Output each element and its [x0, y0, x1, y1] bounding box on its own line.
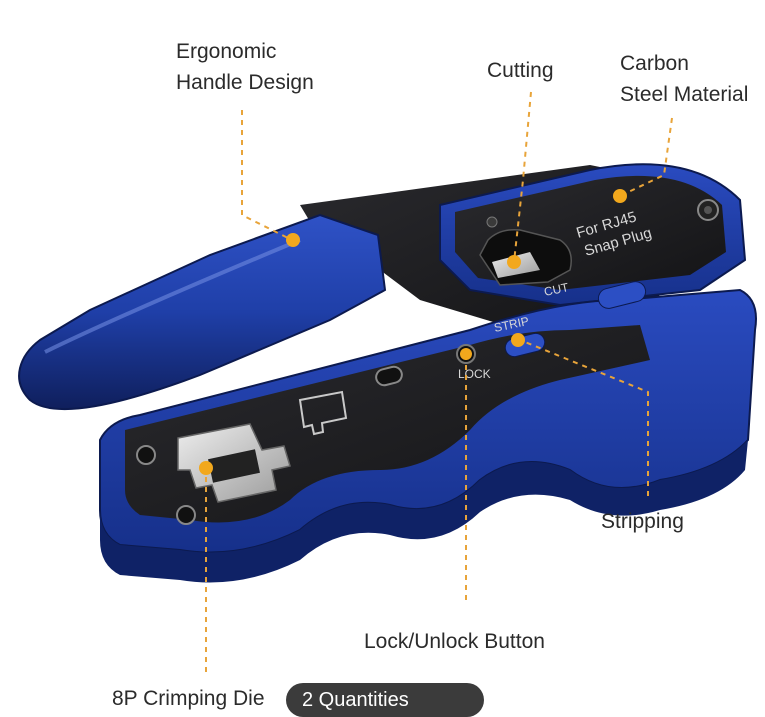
callout-ergonomic-line1: Ergonomic: [176, 40, 277, 63]
leader-carbon: [619, 117, 673, 197]
callout-stripping-text: Stripping: [601, 510, 684, 533]
callout-cutting: Cutting: [487, 55, 554, 86]
callout-carbon-line1: Carbon: [620, 52, 689, 75]
dot-stripping: [511, 333, 525, 347]
marking-lock: LOCK: [458, 367, 491, 381]
screw-small: [486, 216, 498, 228]
product-image: For RJ45 Snap Plug CUT STRIP LOCK: [18, 91, 757, 672]
upper-handle-highlight: [44, 238, 301, 354]
callout-carbon: Carbon Steel Material: [620, 48, 748, 110]
callout-ergonomic: Ergonomic Handle Design: [176, 36, 314, 98]
dot-ergonomic: [286, 233, 300, 247]
dot-carbon: [613, 189, 627, 203]
upper-handle-grip: [18, 213, 387, 411]
callout-carbon-line2: Steel Material: [620, 83, 749, 106]
strip-slot-upper: [597, 281, 647, 309]
leader-ergonomic: [241, 110, 293, 241]
dot-crimp: [199, 461, 213, 475]
callout-crimp-text: 8P Crimping Die: [112, 687, 265, 710]
dot-cutting: [507, 255, 521, 269]
leader-lines: [205, 91, 673, 672]
crimp-slot: [208, 449, 260, 483]
screw-left-top: [136, 445, 156, 465]
rj45-icon: [298, 390, 348, 436]
callout-lock-text: Lock/Unlock Button: [364, 630, 545, 653]
callout-cutting-text: Cutting: [487, 59, 554, 82]
leader-cutting: [513, 91, 532, 263]
callout-ergonomic-line2: Handle Design: [176, 71, 314, 94]
leader-stripping: [519, 339, 649, 496]
screw-left-bottom: [176, 505, 196, 525]
dot-lock: [460, 348, 472, 360]
quantity-overlay-pill[interactable]: 2 Quantities: [286, 683, 484, 717]
lock-slider: [375, 365, 403, 387]
callout-dots: [199, 189, 627, 475]
callout-crimp: 8P Crimping Die: [112, 683, 265, 714]
lower-body-shadow: [100, 440, 748, 583]
callout-stripping: Stripping: [601, 506, 684, 537]
callout-lock: Lock/Unlock Button: [364, 626, 545, 657]
marking-cut: CUT: [543, 280, 571, 299]
